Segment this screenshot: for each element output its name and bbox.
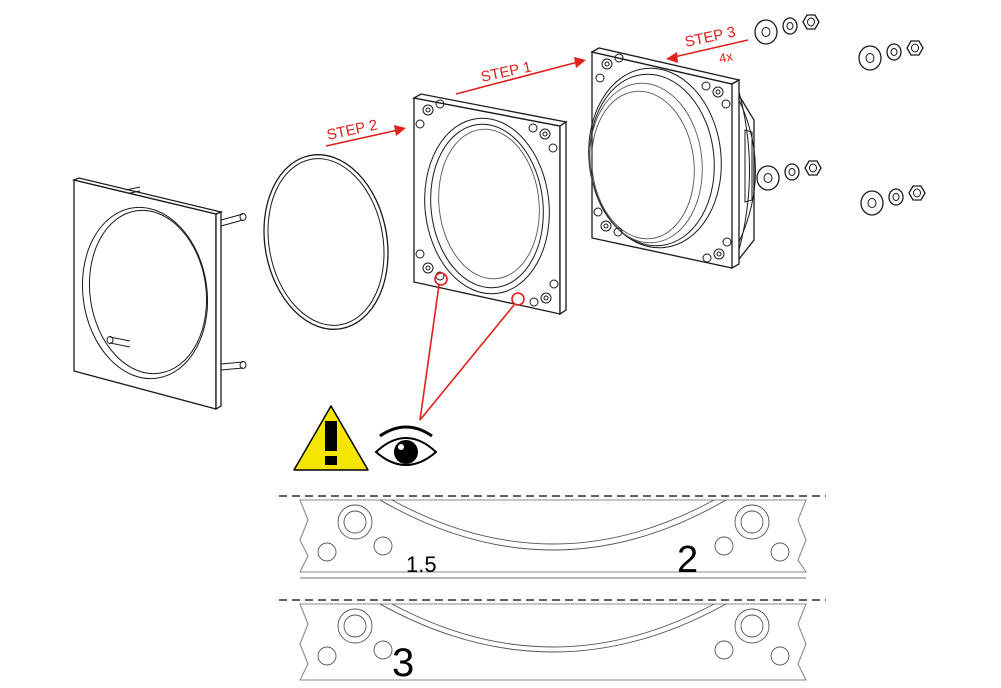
inspection-callout: [419, 272, 525, 421]
hardware-set-top-far: [858, 40, 924, 71]
adapter-plate: [412, 93, 568, 316]
gap-label-large: 3: [392, 641, 414, 685]
nut-icon: [804, 160, 822, 176]
warning-icon: [293, 405, 369, 471]
adapter-corner-holes: [415, 99, 559, 307]
step-1-label: STEP 1: [479, 59, 533, 86]
washer-icon: [782, 17, 798, 35]
washer-icon: [858, 45, 882, 71]
speaker-corner-holes: [593, 53, 732, 263]
gap-detail-bottom: 3: [279, 599, 826, 685]
gap-label-medium: 2: [677, 539, 698, 581]
washer-icon: [754, 19, 778, 45]
hardware-set-bottom-far: [860, 185, 926, 216]
quantity-label: 4x: [718, 48, 735, 66]
gap-label-small: 1.5: [406, 552, 437, 577]
gasket-ring: [263, 154, 389, 330]
washer-icon: [860, 190, 884, 216]
step-2-callout: STEP 2: [325, 117, 406, 147]
washer-icon: [888, 188, 904, 206]
eye-icon: [374, 425, 438, 466]
hardware-set-bottom-near: [756, 160, 822, 191]
step-1-callout: STEP 1: [455, 57, 586, 95]
washer-icon: [784, 163, 800, 181]
nut-icon: [802, 14, 820, 30]
speaker-unit: [588, 47, 756, 270]
step-3-callout: STEP 3 4x: [666, 24, 749, 66]
washer-icon: [886, 43, 902, 61]
step-3-label: STEP 3: [683, 24, 737, 51]
washer-icon: [756, 165, 780, 191]
nut-icon: [906, 40, 924, 56]
mounting-panel: [71, 177, 247, 411]
nut-icon: [908, 185, 926, 201]
hardware-set-top-near: [754, 14, 820, 45]
gap-detail-top: 1.5 2: [279, 495, 826, 581]
panel-studs: [106, 186, 247, 371]
